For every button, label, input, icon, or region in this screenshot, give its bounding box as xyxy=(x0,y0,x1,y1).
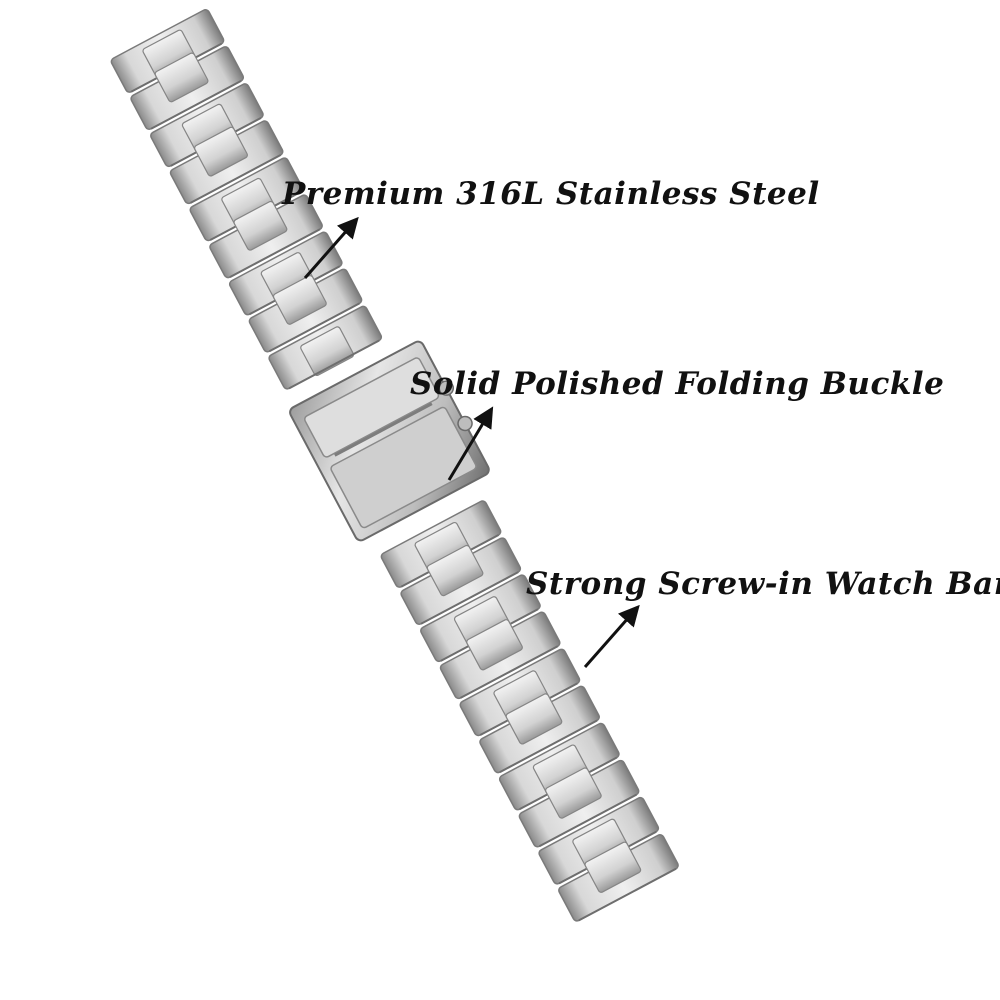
bracelet-link xyxy=(130,46,245,130)
bracelet-link xyxy=(558,834,679,922)
folding-buckle xyxy=(289,340,490,542)
bracelet-link xyxy=(439,611,561,700)
bracelet-link xyxy=(169,120,284,205)
premium-steel-label: Premium 316L Stainless Steel xyxy=(282,176,820,212)
bracelet-link xyxy=(479,685,600,774)
screw-band-label: Strong Screw-in Watch Band xyxy=(526,566,1000,602)
bracelet-link xyxy=(380,500,502,588)
buckle-arrow xyxy=(447,406,494,481)
steel-arrow xyxy=(303,216,359,279)
folding-buckle-label: Solid Polished Folding Buckle xyxy=(410,366,945,402)
bracelet-link xyxy=(420,574,541,663)
bracelet-link xyxy=(248,268,363,353)
bracelet-link xyxy=(268,305,383,390)
lower-strap xyxy=(380,500,679,922)
bracelet-link xyxy=(400,537,522,625)
band-arrow xyxy=(583,604,640,668)
bracelet-link xyxy=(209,194,323,279)
bracelet-link xyxy=(518,759,640,848)
upper-strap xyxy=(110,9,383,390)
